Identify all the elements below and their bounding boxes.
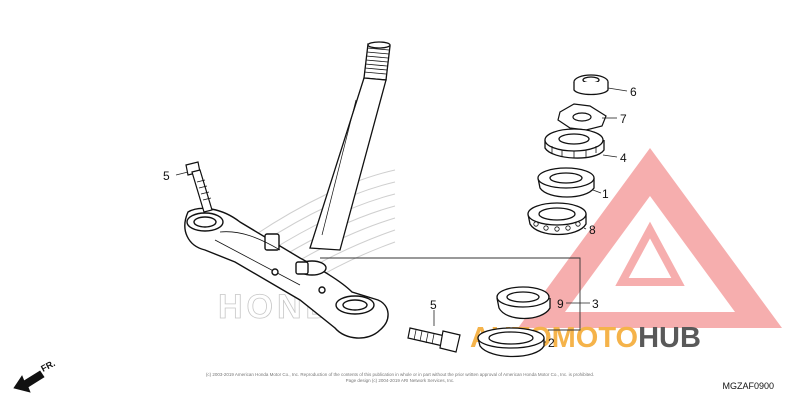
diagram-code: MGZAF0900 xyxy=(722,381,774,391)
direction-label: FR. xyxy=(39,358,56,374)
callout-9: 9 xyxy=(557,297,564,311)
part-1-dust-seal xyxy=(537,167,595,198)
part-7-lock-washer xyxy=(557,103,607,131)
callout-4: 4 xyxy=(620,151,627,165)
callout-8: 8 xyxy=(589,223,596,237)
automotohub-watermark: AUTOMOTOHUB xyxy=(470,148,782,354)
bottom-bridge xyxy=(184,207,389,339)
bolt-upper xyxy=(185,161,213,213)
copyright-line-1: (c) 2003-2019 American Honda Motor Co., … xyxy=(205,372,595,377)
watermark-triangle xyxy=(518,148,782,328)
callout-3: 3 xyxy=(592,297,599,311)
copyright-line-2: Page design (c) 2004-2019 ARI Network Se… xyxy=(345,377,455,383)
front-direction-arrow: FR. xyxy=(13,358,57,393)
assembly-bracket xyxy=(320,257,581,331)
watermark-text-hub: HUB xyxy=(638,322,701,354)
bolt-lower xyxy=(407,327,461,353)
arrow-icon xyxy=(13,370,45,393)
callout-1: 1 xyxy=(602,187,609,201)
leader-lines xyxy=(175,87,628,343)
part-9-bearing xyxy=(496,286,551,320)
callout-5-lower: 5 xyxy=(430,298,437,312)
part-4-adjusting-nut xyxy=(544,128,605,159)
part-2-race xyxy=(477,327,545,358)
part-8-bearing xyxy=(527,202,587,236)
steering-stem xyxy=(309,41,391,251)
callout-5-upper: 5 xyxy=(163,169,170,183)
callout-2: 2 xyxy=(548,336,555,350)
callout-labels: 5 6 7 4 1 8 9 3 5 2 xyxy=(163,85,637,350)
part-6-locknut xyxy=(573,74,609,96)
callout-7: 7 xyxy=(620,112,627,126)
copyright-notice: (c) 2003-2019 American Honda Motor Co., … xyxy=(200,372,600,383)
callout-6: 6 xyxy=(630,85,637,99)
